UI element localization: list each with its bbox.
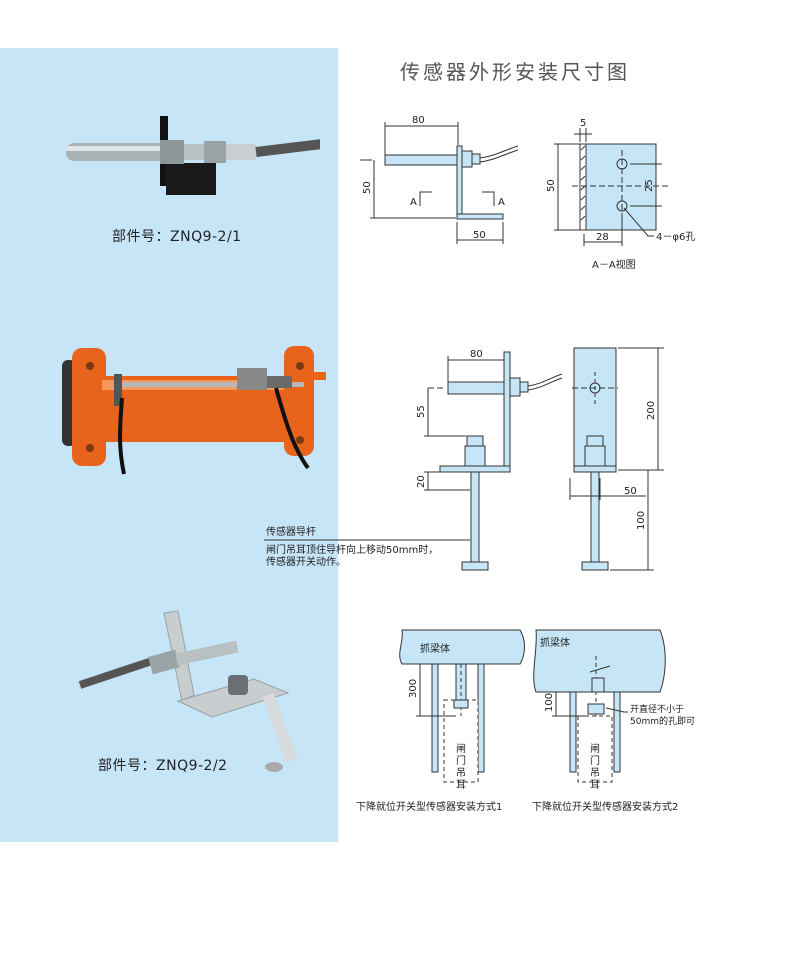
drawing3-method-1 — [399, 629, 525, 783]
d3-lug1-char-0: 闸 — [456, 742, 466, 755]
d2-dim-20: 20 — [416, 475, 427, 488]
d2-dim-80: 80 — [470, 349, 483, 360]
d1-dim-5: 5 — [580, 118, 586, 129]
d2-dim-55: 55 — [416, 405, 427, 418]
d1-dim-50-side: 50 — [546, 179, 557, 192]
part-number-label-1: 部件号：ZNQ9-2/1 — [112, 229, 242, 245]
d1-dim-80: 80 — [412, 115, 425, 126]
d3-lug1-char-3: 耳 — [456, 779, 466, 791]
d3-hole-note-2: 50mm的孔即可 — [630, 715, 695, 727]
d1-dim-28: 28 — [596, 232, 609, 243]
d3-lug1-char-1: 门 — [456, 754, 466, 767]
d1-dim-25: 25 — [644, 179, 655, 192]
d1-section-a-right: A — [498, 197, 505, 208]
d3-beam-label-1: 抓梁体 — [420, 642, 450, 655]
d2-dim-100: 100 — [636, 511, 647, 530]
d2-dim-200: 200 — [646, 401, 657, 420]
d3-lug2-char-3: 耳 — [590, 779, 600, 791]
sensor-photo-znq9-2-1 — [66, 116, 320, 195]
d3-dim-300: 300 — [408, 679, 419, 698]
d1-dim-50-height: 50 — [362, 181, 373, 194]
cylinder-sensor-photo — [62, 346, 326, 475]
drawing2-front-view — [569, 347, 664, 571]
part-number-label-2: 部件号：ZNQ9-2/2 — [98, 758, 228, 774]
d3-caption-2: 下降就位开关型传感器安装方式2 — [532, 800, 678, 813]
drawing1-aa-view — [554, 128, 668, 246]
d3-lug2-char-0: 闸 — [590, 742, 600, 755]
d2-callout-line1: 闸门吊耳顶住导杆向上移动50mm时， — [266, 543, 438, 556]
d3-lug2-char-1: 门 — [590, 754, 600, 767]
d3-beam-label-2: 抓梁体 — [540, 636, 570, 649]
d2-dim-50: 50 — [624, 486, 637, 497]
d2-callout-title: 传感器导杆 — [266, 525, 316, 538]
drawing1-side-view — [360, 122, 519, 244]
drawing2-side-view — [264, 351, 563, 571]
d3-caption-1: 下降就位开关型传感器安装方式1 — [356, 800, 502, 813]
page-title: 传感器外形安装尺寸图 — [400, 60, 630, 84]
sensor-photo-znq9-2-2 — [78, 610, 298, 772]
d1-hole-note: 4－φ6孔 — [656, 231, 695, 243]
drawing3-method-2 — [533, 629, 666, 783]
d3-lug1-char-2: 吊 — [456, 767, 466, 779]
d2-callout-line2: 传感器开关动作。 — [266, 555, 346, 568]
d3-hole-note-1: 开直径不小于 — [630, 703, 684, 715]
d3-dim-100: 100 — [544, 693, 555, 712]
d1-dim-50-base: 50 — [473, 230, 486, 241]
d1-section-a-left: A — [410, 197, 417, 208]
d3-lug2-char-2: 吊 — [590, 767, 600, 779]
d1-view-caption: A－A视图 — [592, 258, 636, 271]
